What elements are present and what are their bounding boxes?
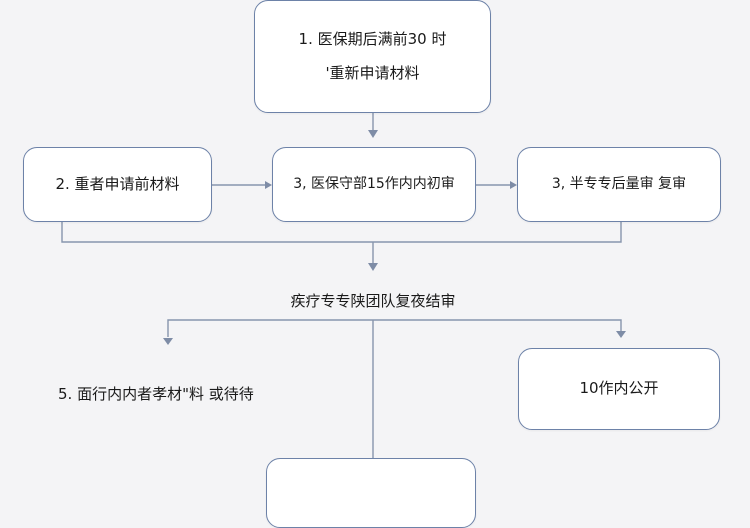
step1-line2: '重新申请材料: [325, 63, 420, 82]
publish-box: 10作内公开: [518, 348, 720, 430]
connector-merge-bar: [61, 221, 622, 243]
arrowhead-step3-right: [510, 181, 517, 189]
arrowhead-step5: [163, 338, 173, 345]
arrowhead-step3-center-left: [265, 181, 272, 189]
step3-right-label: 3, 半专专后量审 复审: [551, 176, 687, 193]
arrowhead-step3-center: [368, 130, 378, 138]
bottom-box: [266, 458, 476, 528]
review-label: 疾疗专专陕团队复夜结审: [290, 292, 456, 310]
step2-box: 2. 重者申请前材料: [23, 147, 212, 222]
step1-line1: 1. 医保期后满前30 时: [298, 30, 447, 48]
connector-review-split: [167, 319, 622, 337]
arrowhead-review: [368, 263, 378, 271]
step5-label: 5. 面行内内者孝材"料 或待待: [58, 385, 254, 403]
step2-label: 2. 重者申请前材料: [55, 174, 180, 193]
step3-center-box: 3, 医保守部15作内内初审: [272, 147, 476, 222]
step1-box: 1. 医保期后满前30 时 '重新申请材料: [254, 0, 491, 113]
arrowhead-publish: [616, 331, 626, 338]
publish-label: 10作内公开: [579, 379, 659, 398]
flowchart-canvas: 1. 医保期后满前30 时 '重新申请材料 2. 重者申请前材料 3, 医保守部…: [23, 0, 721, 528]
step3-center-label: 3, 医保守部15作内内初审: [293, 176, 455, 193]
step3-right-box: 3, 半专专后量审 复审: [517, 147, 721, 222]
